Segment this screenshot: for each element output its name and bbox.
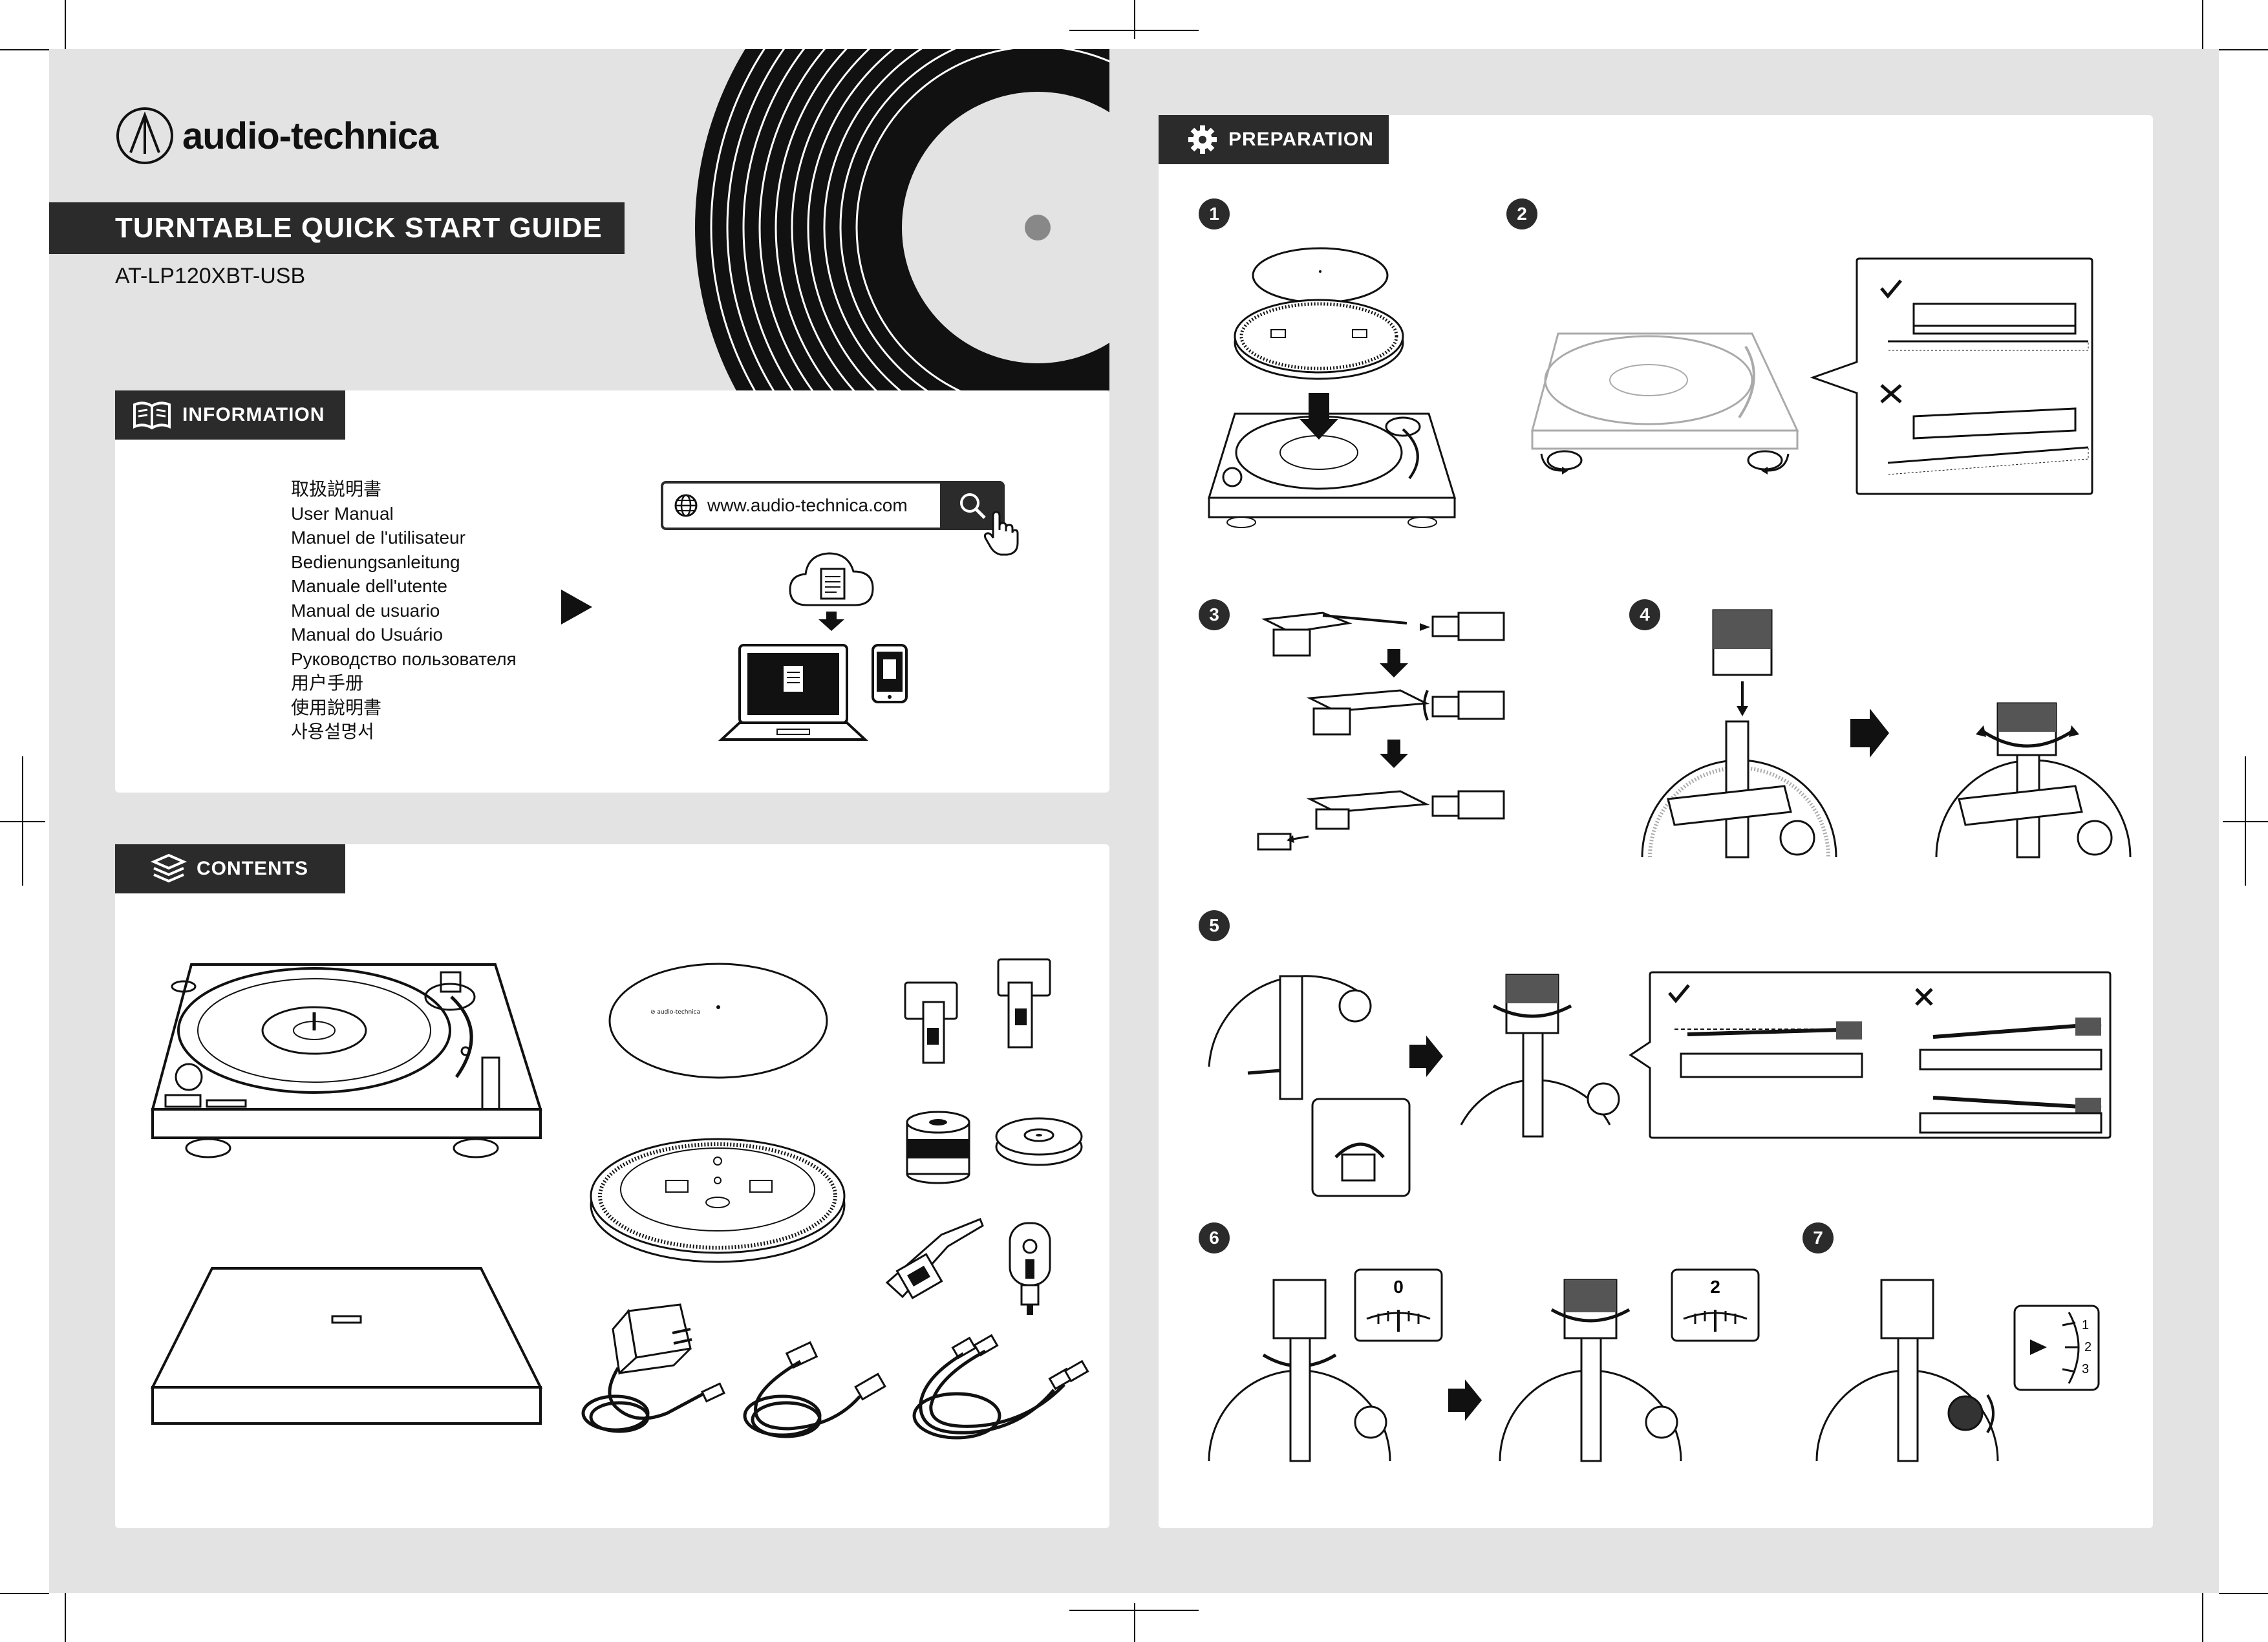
manual-title: Руководство пользователя bbox=[291, 648, 517, 669]
step1-assembly-illustration bbox=[1207, 247, 1457, 528]
turntable-illustration bbox=[151, 963, 542, 1158]
information-tab: INFORMATION bbox=[115, 390, 345, 440]
dial-value-1: 1 bbox=[2082, 1318, 2089, 1332]
crop-mark bbox=[22, 756, 23, 886]
power-adapter-illustration bbox=[581, 1303, 725, 1433]
crop-mark bbox=[0, 49, 49, 50]
audio-technica-logo-icon bbox=[116, 107, 173, 164]
manual-title: 用户手册 bbox=[291, 673, 364, 693]
dial-value-2: 2 bbox=[2084, 1340, 2091, 1354]
information-tab-label: INFORMATION bbox=[182, 404, 325, 425]
manual-title: Bedienungsanleitung bbox=[291, 551, 460, 572]
model-number: AT-LP120XBT-USB bbox=[115, 264, 306, 288]
step-number-6: 6 bbox=[1199, 1222, 1230, 1253]
guide-title: TURNTABLE QUICK START GUIDE bbox=[115, 212, 603, 244]
step5-balance-tonearm-illustration bbox=[1208, 971, 2112, 1197]
crop-mark bbox=[1069, 1610, 1199, 1611]
contents-tab: CONTENTS bbox=[115, 844, 345, 893]
adapter-45rpm-illustration bbox=[995, 1117, 1083, 1166]
gauge-value-0: 0 bbox=[1393, 1277, 1404, 1297]
headshell-overhang-gauge-illustration bbox=[904, 958, 1051, 1064]
step3-headshell-install-illustration bbox=[1257, 612, 1505, 851]
manual-title: 取扱説明書 bbox=[291, 479, 382, 499]
crop-mark bbox=[1069, 30, 1199, 31]
crop-mark bbox=[1134, 1603, 1135, 1642]
crop-mark bbox=[65, 0, 66, 49]
laptop-icon bbox=[718, 644, 869, 741]
search-icon bbox=[960, 493, 986, 519]
manual-title: 使用說明書 bbox=[291, 697, 382, 718]
step-number-7: 7 bbox=[1803, 1222, 1834, 1253]
svg-text:⊘ audio-technica: ⊘ audio-technica bbox=[650, 1009, 700, 1016]
slip-mat-illustration: ⊘ audio-technica bbox=[608, 963, 828, 1079]
step-number-4: 4 bbox=[1629, 599, 1660, 630]
cloud-document-icon bbox=[789, 552, 874, 606]
pointer-hand-icon bbox=[983, 511, 1019, 556]
globe-icon bbox=[674, 494, 698, 517]
gear-icon bbox=[1188, 125, 1217, 154]
rca-cable-illustration bbox=[912, 1334, 1089, 1440]
step-number-2: 2 bbox=[1506, 198, 1537, 229]
step-number-1: 1 bbox=[1199, 198, 1230, 229]
usb-cable-illustration bbox=[743, 1341, 886, 1438]
dust-cover-illustration bbox=[150, 1267, 543, 1425]
smartphone-icon bbox=[872, 644, 908, 703]
usb-bluetooth-adapter-illustration bbox=[1009, 1222, 1051, 1315]
step4-counterweight-attach-illustration bbox=[1641, 609, 2132, 858]
dial-value-3: 3 bbox=[2082, 1362, 2089, 1376]
brand-name: audio-technica bbox=[182, 114, 438, 157]
information-panel bbox=[115, 390, 1109, 793]
manual-title: Manuale dell'utente bbox=[291, 576, 447, 596]
counterweight-illustration bbox=[906, 1111, 970, 1184]
preparation-tab: PREPARATION bbox=[1159, 115, 1389, 164]
brand-logo: audio-technica bbox=[115, 106, 438, 165]
crop-mark bbox=[2245, 756, 2246, 886]
step6-counterweight-scale-illustration: 0 2 bbox=[1208, 1268, 1760, 1462]
website-search-box[interactable]: www.audio-technica.com bbox=[661, 481, 1005, 530]
crop-mark bbox=[2202, 0, 2203, 49]
platter-illustration bbox=[590, 1138, 846, 1263]
vinyl-record-illustration bbox=[695, 49, 1109, 390]
preparation-tab-label: PREPARATION bbox=[1228, 129, 1374, 150]
manual-title: 사용설명서 bbox=[291, 721, 374, 741]
guide-title-bar: TURNTABLE QUICK START GUIDE bbox=[49, 202, 625, 254]
play-arrow-icon bbox=[561, 590, 592, 624]
download-arrow-icon bbox=[818, 612, 844, 631]
crop-mark bbox=[0, 1593, 49, 1594]
crop-mark bbox=[1134, 0, 1135, 39]
contents-tab-label: CONTENTS bbox=[197, 858, 308, 879]
search-button[interactable] bbox=[940, 481, 1005, 530]
step-number-3: 3 bbox=[1199, 599, 1230, 630]
manual-title: Manuel de l'utilisateur bbox=[291, 528, 465, 548]
book-icon bbox=[133, 401, 171, 430]
crop-mark bbox=[2202, 1593, 2203, 1642]
crop-mark bbox=[65, 1593, 66, 1642]
step7-anti-skate-illustration: 1 2 3 bbox=[1815, 1279, 2100, 1462]
box-icon bbox=[150, 853, 187, 883]
headshell-cartridge-illustration bbox=[885, 1218, 984, 1299]
step-number-5: 5 bbox=[1199, 910, 1230, 941]
manual-title-list: 取扱説明書 User Manual Manuel de l'utilisateu… bbox=[291, 477, 517, 744]
step2-level-turntable-illustration bbox=[1531, 332, 1799, 474]
gauge-value-2: 2 bbox=[1710, 1277, 1720, 1297]
manual-title: User Manual bbox=[291, 503, 394, 524]
website-url[interactable]: www.audio-technica.com bbox=[707, 495, 908, 515]
crop-mark bbox=[2219, 49, 2268, 50]
crop-mark bbox=[2219, 1593, 2268, 1594]
step2-level-callout bbox=[1810, 257, 2093, 495]
manual-title: Manual do Usuário bbox=[291, 624, 444, 645]
manual-title: Manual de usuario bbox=[291, 600, 440, 621]
